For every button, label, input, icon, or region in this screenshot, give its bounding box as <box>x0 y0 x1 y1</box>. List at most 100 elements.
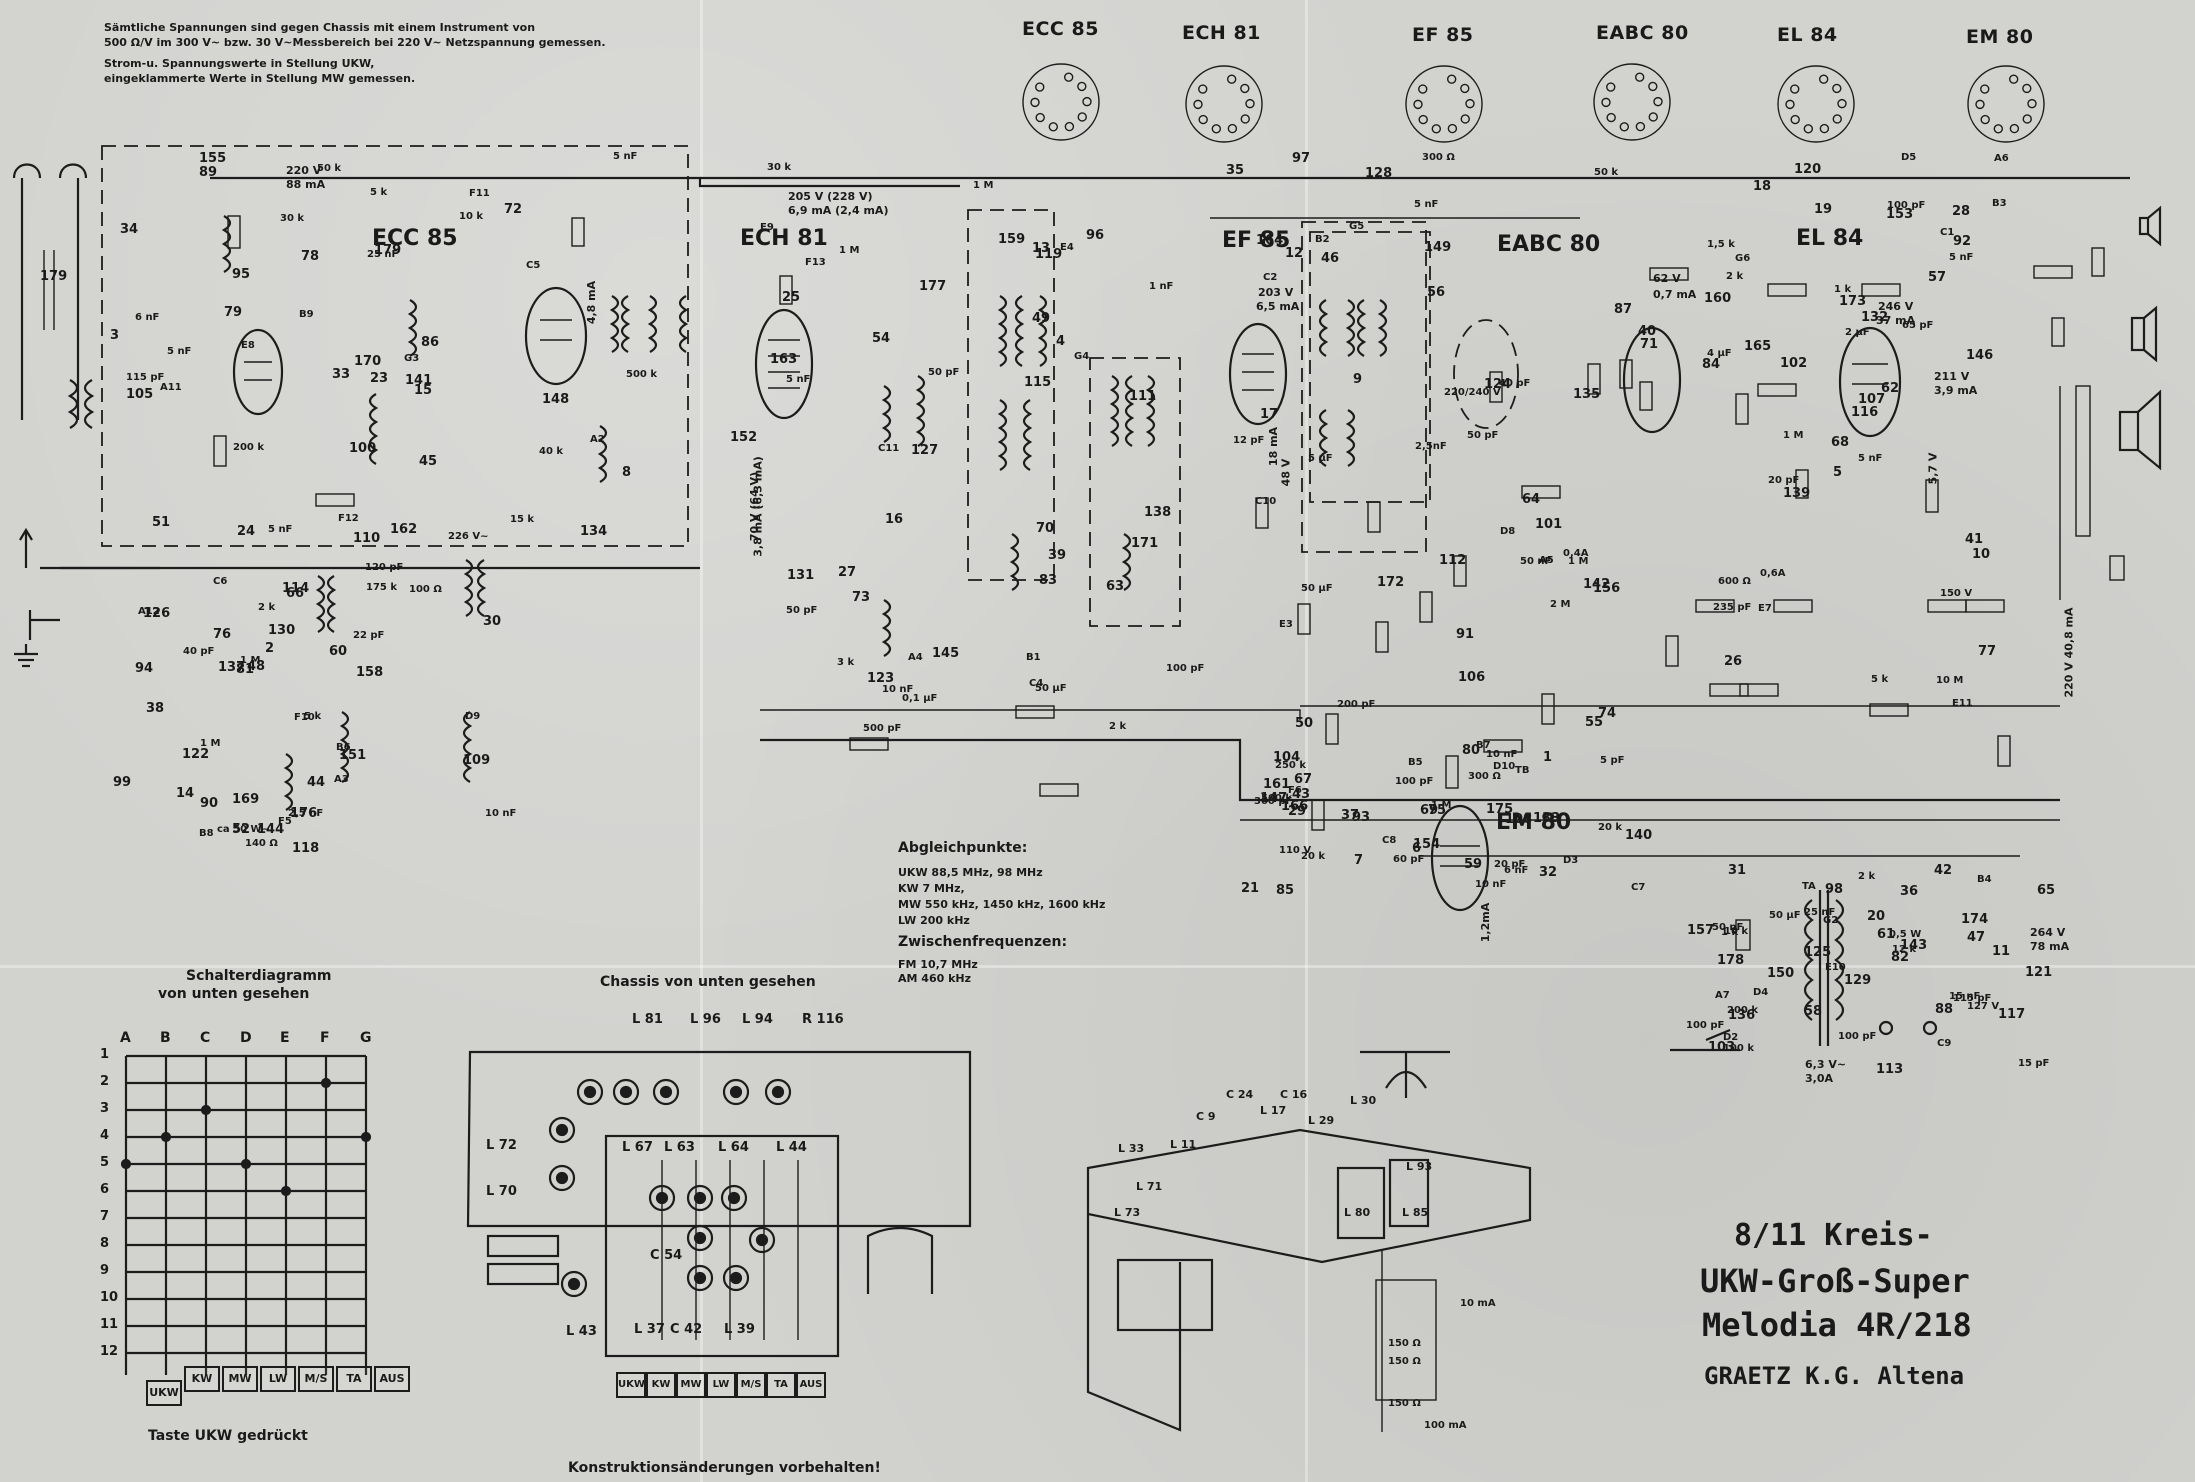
component-label: 200 pF <box>1337 699 1376 710</box>
component-label: 97 <box>1292 151 1311 166</box>
rail-60 <box>760 709 1301 720</box>
component-label: 140 <box>1625 828 1653 843</box>
if-title: Zwischenfrequenzen: <box>898 934 1068 950</box>
component-label: 41 <box>1965 532 1984 547</box>
chassis-can-l85 <box>1388 1158 1430 1228</box>
component-label: C10 <box>1255 496 1277 507</box>
component-label: 6 nF <box>135 312 160 323</box>
alignment-line: KW 7 MHz, <box>898 882 965 895</box>
footer-note: Konstruktionsänderungen vorbehalten! <box>568 1460 881 1476</box>
component-label: 48 <box>247 659 266 674</box>
component-label: 39 <box>1048 548 1067 563</box>
component-label: 131 <box>787 568 815 583</box>
socket-diagrams <box>1022 63 2045 143</box>
component-label: 44 <box>307 775 326 790</box>
component-label: 14 <box>176 786 195 801</box>
component-label: 113 <box>1876 1062 1904 1077</box>
component-label: B4 <box>1977 874 1992 885</box>
chassis-top-outline <box>1086 1128 1532 1264</box>
component-label: 150 V <box>1940 588 1973 599</box>
component-label: 100 k <box>1723 1043 1755 1054</box>
component-label: 50 pF <box>1467 430 1499 441</box>
component-label: D5 <box>1901 152 1917 163</box>
component-label: 50 µF <box>1301 583 1333 594</box>
chassis-top-label-l17: L 17 <box>1260 1104 1287 1117</box>
note-line: 500 Ω/V im 300 V~ bzw. 30 V~Messbereich … <box>104 36 606 49</box>
component-label: 3 k <box>837 657 855 668</box>
component-label: B8 <box>199 828 214 839</box>
chassis-label-c42: C 42 <box>670 1322 703 1337</box>
component-label: 159 <box>998 232 1026 247</box>
voltage-label: 203 V <box>1258 286 1294 299</box>
switch-column-f: F <box>320 1030 330 1046</box>
component-label: 165 <box>1744 339 1772 354</box>
component-label: 78 <box>301 249 320 264</box>
component-label: 28 <box>1952 204 1971 219</box>
component-label: 175 <box>1486 802 1514 817</box>
component-label: 2 <box>265 641 275 656</box>
chassis-transformer <box>1116 1258 1214 1332</box>
component-label: 50 nF <box>1712 922 1744 933</box>
switch-row-10: 10 <box>100 1290 119 1305</box>
component-label: E4 <box>1060 242 1074 253</box>
component-label: C4 <box>1029 678 1044 689</box>
component-label: TA <box>1802 881 1816 892</box>
component-label: 50 µF <box>1035 683 1067 694</box>
component-label: E8 <box>241 340 255 351</box>
chassis-label-l70: L 70 <box>486 1184 517 1199</box>
component-label: 139 <box>1783 486 1811 501</box>
component-label: 5 nF <box>268 524 293 535</box>
component-label: 25 <box>782 290 801 305</box>
switch-key-ta: TA <box>336 1366 372 1392</box>
component-label: 7 <box>1354 853 1364 868</box>
component-label: 102 <box>1780 356 1808 371</box>
tube-el84 <box>1838 326 1902 438</box>
component-label: 29 <box>1288 804 1307 819</box>
component-label: 148 <box>542 392 570 407</box>
component-label: A7 <box>1715 990 1730 1001</box>
component-label: 67 <box>1294 772 1313 787</box>
chassis-label-l64: L 64 <box>718 1140 749 1155</box>
chassis-top-label-l29: L 29 <box>1308 1114 1335 1127</box>
component-label: 110 V <box>1279 845 1312 856</box>
component-label: 150 <box>1767 966 1795 981</box>
component-label: 178 <box>1717 953 1745 968</box>
current-label: 0,7 mA <box>1653 288 1697 301</box>
speaker-1 <box>2147 205 2162 247</box>
voltage-label: 6,3 V~ <box>1805 1058 1847 1071</box>
component-label: 1 M <box>1783 430 1804 441</box>
component-label: 156 <box>1593 581 1621 596</box>
switch-column-d: D <box>240 1030 252 1046</box>
current-label: 6,9 mA (2,4 mA) <box>788 204 889 217</box>
component-label: 151 <box>339 748 367 763</box>
switch-column-a: A <box>120 1030 131 1046</box>
fold-line <box>1305 0 1308 1482</box>
component-label: 21 <box>1241 881 1260 896</box>
component-label: 50 µF <box>1769 910 1801 921</box>
component-label: B6 <box>336 742 351 753</box>
component-label: 100 pF <box>1395 776 1434 787</box>
component-label: 82 <box>1891 950 1910 965</box>
component-label: 143 <box>1900 938 1928 953</box>
current-label: 3,0A <box>1805 1072 1833 1085</box>
component-label: 2 k <box>258 602 276 613</box>
component-label: 128 <box>1365 166 1393 181</box>
component-label: 0,6A <box>1760 568 1786 579</box>
component-label: 4 <box>1056 334 1066 349</box>
tube-em80 <box>1430 804 1490 912</box>
component-label: 5 <box>1833 465 1843 480</box>
component-label: 20 pF <box>1494 859 1526 870</box>
antenna-coil <box>83 379 95 429</box>
chassis-top-reading: 10 mA <box>1460 1298 1496 1309</box>
component-label: B5 <box>1408 757 1423 768</box>
speaker-2-body <box>2130 316 2146 352</box>
component-label: 141 <box>405 373 433 388</box>
component-label: 127 <box>911 443 939 458</box>
component-label: 121 <box>2025 965 2053 980</box>
switch-grid <box>120 1054 372 1375</box>
chassis-bottom-title: Chassis von unten gesehen <box>600 974 816 990</box>
component-label: 98 <box>1825 882 1844 897</box>
chassis-bottom-outline <box>466 1050 972 1228</box>
component-label: 2 µF <box>1845 327 1870 338</box>
